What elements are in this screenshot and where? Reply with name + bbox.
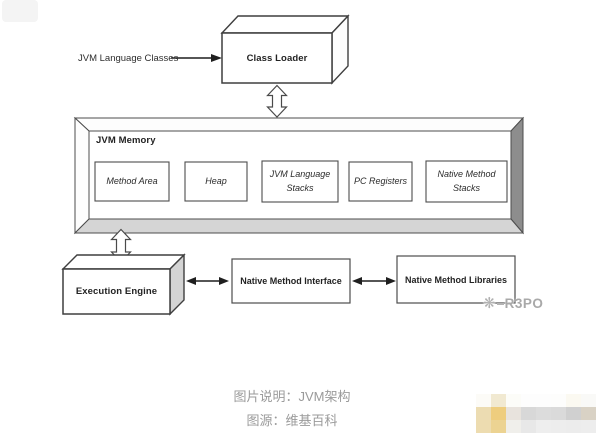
jvm-language-classes-label: JVM Language Classes <box>78 52 179 64</box>
native-method-stacks-label: Native Method Stacks <box>437 169 496 193</box>
mosaic-cell <box>551 407 566 420</box>
pc-registers-label: PC Registers <box>353 175 407 186</box>
native-method-interface-label: Native Method Interface <box>240 276 342 286</box>
memory-frame-left-face <box>74 116 90 235</box>
classes-to-loader-arrowhead <box>211 54 222 62</box>
engine-interface-arrowhead-right <box>219 277 229 285</box>
mosaic-cell <box>536 407 551 420</box>
jvm-memory-label: JVM Memory <box>96 134 156 146</box>
mosaic-cell <box>521 394 536 407</box>
mosaic-cell <box>581 407 596 420</box>
mosaic-cell <box>476 407 491 420</box>
corner-artifact <box>2 0 38 22</box>
snowflake-icon: ❋ <box>483 295 496 312</box>
mosaic-cell <box>506 394 521 407</box>
watermark-text: R3PO <box>504 296 544 311</box>
mosaic-cell <box>491 420 506 433</box>
method-area-box <box>94 161 170 202</box>
mosaic-cell <box>491 407 506 420</box>
interface-libraries-arrowhead-left <box>352 277 362 285</box>
execution-engine-top-face <box>61 254 186 270</box>
interface-libraries-arrowhead-right <box>386 277 396 285</box>
mosaic-cell <box>506 420 521 433</box>
jvm-language-stacks-label: JVM Language Stacks <box>269 169 331 193</box>
memory-frame-bottom-face <box>73 218 525 234</box>
mosaic-cell <box>476 394 491 407</box>
class-loader-box <box>221 32 333 84</box>
memory-frame-top-face <box>73 117 525 132</box>
loader-memory-double-arrow <box>266 84 288 118</box>
mosaic-cell <box>551 394 566 407</box>
method-area-label: Method Area <box>106 175 158 186</box>
mosaic-cell <box>566 407 581 420</box>
mosaic-cell <box>521 420 536 433</box>
native-method-libraries-label: Native Method Libraries <box>404 274 508 285</box>
mosaic-cell <box>491 394 506 407</box>
mosaic-cell <box>581 420 596 433</box>
caption-line2: 图源：维基百科 <box>246 413 338 428</box>
pc-registers-box <box>348 161 413 202</box>
class-loader-label: Class Loader <box>246 52 308 64</box>
execution-engine-label: Execution Engine <box>75 286 158 297</box>
heap-label: Heap <box>205 175 227 186</box>
memory-frame-right-face <box>510 116 524 235</box>
mosaic-cell <box>536 420 551 433</box>
mosaic-cell <box>581 394 596 407</box>
jvm-language-stacks-box <box>261 160 339 203</box>
native-method-libraries-box <box>396 255 516 304</box>
mosaic-cell <box>566 394 581 407</box>
class-loader-top-face <box>220 15 350 34</box>
execution-engine-box <box>62 268 171 315</box>
mosaic-cell <box>521 407 536 420</box>
heap-box <box>184 161 248 202</box>
watermark-dash <box>496 302 504 305</box>
watermark: ❋ R3PO <box>483 296 543 311</box>
native-method-stacks-box <box>425 160 508 203</box>
mosaic-patch <box>476 394 596 433</box>
mosaic-cell <box>506 407 521 420</box>
native-method-interface-box <box>231 258 351 304</box>
mosaic-cell <box>566 420 581 433</box>
mosaic-cell <box>536 394 551 407</box>
engine-interface-arrowhead-left <box>186 277 196 285</box>
mosaic-cell <box>476 420 491 433</box>
mosaic-cell <box>551 420 566 433</box>
caption-line1: 图片说明：JVM架构 <box>233 389 351 404</box>
